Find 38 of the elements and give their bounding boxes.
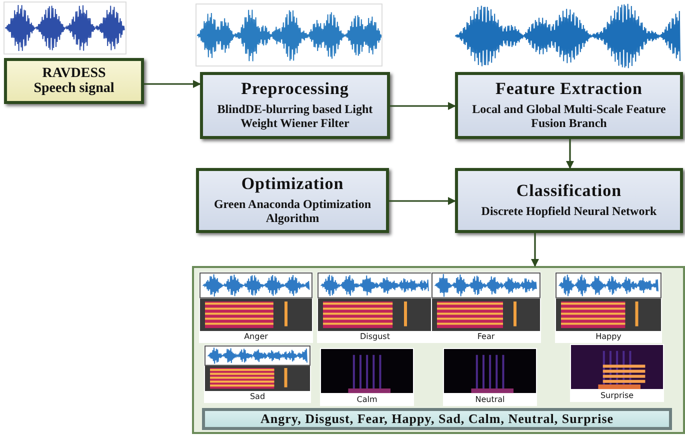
arrow	[144, 80, 201, 88]
emotion-label: Sad	[250, 391, 266, 402]
process-box	[455, 72, 683, 139]
emotion-card	[443, 348, 537, 406]
process-box	[196, 168, 389, 233]
emotion-card	[204, 345, 311, 403]
class-list-text: Angry, Disgust, Fear, Happy, Sad, Calm, Neutral, Surprise	[260, 411, 614, 427]
emotion-label: Happy	[596, 331, 622, 342]
emotion-card	[317, 272, 433, 343]
emotion-label: Surprise	[600, 390, 634, 401]
emotion-card	[555, 272, 662, 343]
emotion-label: Anger	[244, 331, 268, 342]
arrow	[389, 197, 456, 205]
process-box	[455, 168, 683, 233]
emotion-card	[199, 272, 313, 343]
arrow	[566, 139, 574, 169]
node-description: Discrete Hopfield Neural Network	[481, 204, 657, 219]
node-title: Classification	[516, 182, 622, 201]
arrow	[390, 102, 456, 110]
arrow	[531, 233, 539, 267]
emotion-label: Calm	[356, 394, 378, 405]
emotion-card	[431, 272, 541, 343]
node-description: Local and Global Multi-Scale Feature Fusion Branch	[471, 103, 667, 131]
node-description: BlindDE-blurring based Light Weight Wiener Filter	[216, 103, 374, 131]
node-title: Optimization	[241, 175, 344, 194]
process-box	[4, 58, 144, 104]
emotion-classes-box	[202, 408, 672, 430]
emotion-card	[320, 348, 414, 406]
emotion-label: Disgust	[360, 331, 390, 342]
node-title: Feature Extraction	[495, 80, 642, 100]
results-panel	[192, 266, 685, 434]
emotion-label: Fear	[477, 331, 495, 342]
emotion-card	[570, 344, 664, 402]
emotion-label: Neutral	[475, 394, 505, 405]
node-title: Preprocessing	[241, 80, 349, 100]
process-box	[200, 72, 390, 139]
node-description: Green Anaconda Optimization Algorithm	[212, 198, 372, 226]
node-title: RAVDESS Speech signal	[32, 66, 116, 96]
